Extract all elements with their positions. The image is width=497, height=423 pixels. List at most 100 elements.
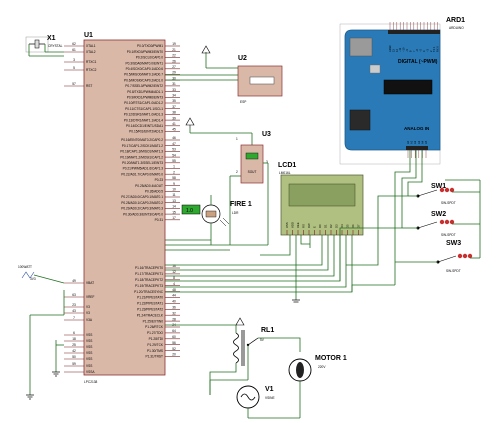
sw3-ref: SW3 (446, 240, 461, 247)
mcu-right-pin-number: 17 (172, 216, 176, 220)
mcu-right-pin-number: 44 (172, 294, 176, 298)
arduino-top-pin-label: 8 (408, 50, 412, 52)
mcu-left-pin-number: 3 (73, 58, 75, 62)
mcu-right-pin-label: P0.31 (155, 218, 164, 222)
arduino-top-pin-label: ~6 (415, 48, 419, 52)
mcu-right-pin-label: P0.12/DSR1/MAT1.0/AD1.3 (124, 113, 163, 117)
mcu-right-pin-number: 21 (172, 48, 176, 52)
mcu-right-pin-number: 26 (172, 59, 176, 63)
arduino-ref: ARD1 (446, 17, 465, 24)
relay-rl1[interactable]: RL1 5V (233, 327, 275, 366)
arduino-top-pin-label: ~5 (419, 48, 423, 52)
lcd-pin-label: D4 (340, 224, 344, 228)
switch-sw3[interactable]: SW3 SW-SPDT (436, 240, 473, 273)
mcu-right-pin-number: 47 (172, 142, 176, 146)
mcu-right-pin-label: P0.0/TXD0/PWM1 (137, 44, 163, 48)
arduino-top-pin-label: TX 1 (432, 46, 436, 52)
mcu-right-pin-label: P1.17/TRACEPKT1 (135, 272, 163, 276)
mcu-left-pin-label: RTXC1 (86, 60, 97, 64)
arduino-wires (339, 150, 423, 292)
mcu-left-pin-label: RTXC2 (86, 68, 97, 72)
arduino-top-pin-label: ~10 (402, 47, 406, 52)
mcu-right-pin-number: 64 (172, 329, 176, 333)
switch-sw2[interactable]: SW2 SW-SPDT (416, 211, 456, 237)
mcu-right-pin-number: 37 (172, 105, 176, 109)
mcu-right-pin-number: 29 (172, 71, 176, 75)
arduino-top-pin-label: 4 (422, 50, 426, 52)
motor-1[interactable]: MOTOR 1 220V (288, 355, 347, 382)
mcu-right-pin-label: P1.19/TRACEPKT3 (135, 284, 163, 288)
fire-sensor-pin-1: 1 (236, 137, 238, 141)
arduino-bottom-pin-label: A3 (417, 140, 421, 144)
relay-ref: RL1 (261, 327, 274, 334)
mcu-u1[interactable]: U1 LPC2138 XTAL162XTAL261RTXC13RTXC25RST… (64, 32, 180, 384)
mcu-left-pin-label: XTAL1 (86, 44, 96, 48)
mcu-right-pin-number: 35 (172, 99, 176, 103)
mcu-right-pin-number: 1 (173, 165, 175, 169)
mcu-left-pin-number: 62 (72, 42, 76, 46)
lcd-ref: LCD1 (278, 162, 296, 169)
arduino-bottom-pin-label: A1 (410, 140, 414, 144)
ldr-display: 1.0 (186, 208, 193, 214)
mcu-left-pin-label: VSS (86, 339, 92, 343)
sw2-ref: SW2 (431, 211, 446, 218)
mcu-left-pin-number: 59 (72, 362, 76, 366)
mcu-right-pin-number: 40 (172, 300, 176, 304)
mcu-left-pin-label: RST (86, 84, 92, 88)
mcu-left-pin-label: VSSA (86, 370, 95, 374)
mcu-right-pin-label: P1.27/TDO (147, 331, 163, 335)
crystal-value: CRYSTAL (48, 44, 63, 48)
source-ref: V1 (265, 386, 274, 393)
mcu-right-pin-label: P1.22/PIPESTAT1 (137, 302, 163, 306)
mcu-right-pin-number: 39 (172, 116, 176, 120)
mcu-left-pin-number: 6 (73, 331, 75, 335)
mcu-right-pin-number: 2 (173, 170, 175, 174)
ldr-sensor[interactable]: 1.0 FIRE 1 LDR (181, 201, 252, 227)
arduino-top-pin-label: AREF (388, 45, 392, 52)
ground-symbol-left (26, 394, 34, 400)
arduino-part: ARDUINO (449, 26, 464, 30)
sw3-part: SW-SPDT (446, 269, 461, 273)
mcu-right-pin-number: 32 (172, 311, 176, 315)
vbat-source[interactable]: 100WATT 3V3 (18, 265, 65, 284)
relay-value: 5V (260, 338, 265, 342)
lcd-pin-label: VDD (291, 222, 295, 228)
mcu-right-pin-number: 58 (172, 176, 176, 180)
motor-ref: MOTOR 1 (315, 355, 347, 362)
fire-sensor-u3[interactable]: U3 SOUT 1 2 3 (236, 131, 271, 184)
arduino-top-pin-label: ~3 (425, 48, 429, 52)
mcu-right-pin-number: 54 (172, 153, 176, 157)
mcu-left-pin-label: V3 (86, 311, 90, 315)
switch-sw1[interactable]: SW1 SW-SPDT (416, 183, 456, 205)
mcu-right-pin-number: 30 (172, 76, 176, 80)
mcu-ref: U1 (84, 32, 93, 39)
mcu-right-pin-label: P0.20/MAT1.3/SSEL1/EINT3 (122, 161, 163, 165)
mcu-left-pin-number: 50 (72, 355, 76, 359)
esp-u2[interactable]: U2 ESP (237, 55, 283, 104)
mcu-right-pin-label: P1.16/TRACEPKT0 (135, 266, 163, 270)
mcu-right-pin-label: P1.26/RTCK (145, 325, 164, 329)
lcd-pin-label: RW (307, 223, 311, 228)
crystal-x1[interactable]: X1 CRYSTAL (25, 35, 63, 53)
mcu-right-pin-number: 31 (172, 82, 176, 86)
mcu-right-pin-number: 53 (172, 148, 176, 152)
mcu-right-pin-label: P0.23 (155, 178, 164, 182)
mcu-left-pin-number: 49 (72, 279, 76, 283)
ac-source-v1[interactable]: V1 VSINE (236, 385, 275, 409)
arduino-top-pin-label: ~9 (405, 48, 409, 52)
arduino-bottom-pin-label: A4 (420, 140, 424, 144)
mcu-right-pin-number: 38 (172, 111, 176, 115)
mcu-right-pin-number: 10 (172, 188, 176, 192)
mcu-right-pin-number: 52 (172, 347, 176, 351)
mcu-right-pin-number: 4 (173, 282, 175, 286)
sw1-ref: SW1 (431, 183, 446, 190)
esp-ref: U2 (238, 55, 247, 62)
mcu-right-pin-label: P0.18/CAP1.3/MISO1/MAT1.3 (120, 150, 163, 154)
lcd-pin-label: D7 (357, 224, 361, 228)
mcu-right-pin-number: 11 (172, 193, 176, 197)
lcd-pin-label: D6 (351, 224, 355, 228)
